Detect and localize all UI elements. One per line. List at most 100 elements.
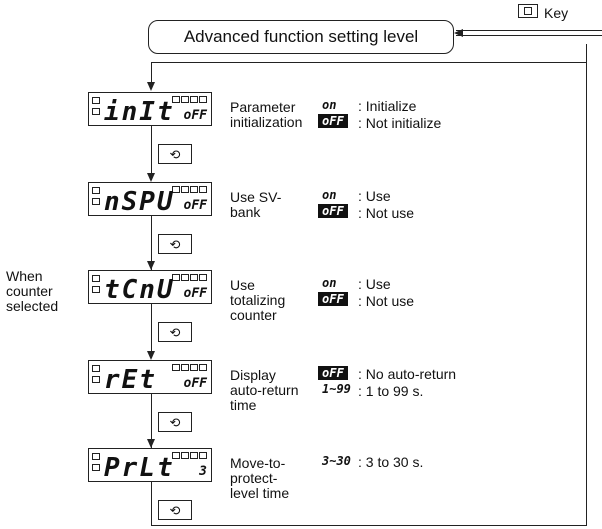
option-description-1: : Initialize xyxy=(358,98,417,114)
mode-key-button[interactable]: ⟲ xyxy=(158,322,192,342)
mode-key-button[interactable]: ⟲ xyxy=(158,144,192,164)
mode-key-button[interactable]: ⟲ xyxy=(158,234,192,254)
mode-key-button[interactable]: ⟲ xyxy=(158,412,192,432)
option-description-1: : No auto-return xyxy=(358,366,457,382)
parameter-description: Parameter xyxy=(230,99,296,115)
indicator-square xyxy=(190,364,198,371)
side-note-line1: When xyxy=(6,268,43,284)
loop-line-top xyxy=(151,62,152,82)
option-description-2: : Not initialize xyxy=(358,115,442,131)
option-description-2: : 1 to 99 s. xyxy=(358,383,424,399)
parameter-setting: 3 xyxy=(199,464,207,479)
cycle-icon: ⟲ xyxy=(169,236,181,252)
indicator-square xyxy=(199,364,207,371)
indicator-square xyxy=(190,186,198,193)
option-description-2: : Not use xyxy=(358,205,415,221)
option-description-1: : 3 to 30 s. xyxy=(358,454,424,470)
key-line-bottom xyxy=(456,35,602,36)
indicator-square xyxy=(172,186,180,193)
parameter-description: initialization xyxy=(230,114,303,130)
status-leds xyxy=(92,365,100,387)
indicator-square xyxy=(190,274,198,281)
indicator-square xyxy=(172,96,180,103)
parameter-description: level time xyxy=(230,485,290,501)
parameter-description: counter xyxy=(230,307,277,323)
indicator-squares xyxy=(172,96,207,103)
flow-connector xyxy=(151,216,152,270)
parameter-description: protect- xyxy=(230,470,278,486)
status-led xyxy=(92,464,100,471)
flow-connector xyxy=(151,482,152,512)
status-led xyxy=(92,376,100,383)
status-led xyxy=(92,198,100,205)
level-title: Advanced function setting level xyxy=(183,27,419,46)
cycle-icon: ⟲ xyxy=(169,324,181,340)
loop-line-bottom xyxy=(151,525,587,526)
flow-connector xyxy=(151,394,152,448)
flow-arrow xyxy=(147,439,155,448)
indicator-square xyxy=(181,452,189,459)
option-description-1: : Use xyxy=(358,276,391,292)
indicator-squares xyxy=(172,364,207,371)
display-panel: tCnU oFF xyxy=(88,270,212,304)
parameter-description: totalizing xyxy=(230,292,286,308)
indicator-squares xyxy=(172,452,207,459)
key-label: Key xyxy=(544,5,569,21)
indicator-square xyxy=(172,364,180,371)
option-description-1: : Use xyxy=(358,188,391,204)
status-led xyxy=(92,453,100,460)
parameter-code: PrLt xyxy=(104,453,175,483)
option-symbol-2: oFF xyxy=(318,114,348,128)
status-leds xyxy=(92,187,100,209)
loop-line-right xyxy=(586,44,587,526)
parameter-description: Use xyxy=(230,277,255,293)
key-line-top xyxy=(456,30,602,31)
indicator-square xyxy=(199,186,207,193)
option-symbol-1: on xyxy=(322,276,337,290)
indicator-square xyxy=(181,364,189,371)
parameter-setting: oFF xyxy=(183,376,207,391)
cycle-icon: ⟲ xyxy=(169,414,181,430)
parameter-code: tCnU xyxy=(104,275,175,305)
level-title-box: Advanced function setting level xyxy=(148,20,454,54)
indicator-square xyxy=(199,274,207,281)
indicator-square xyxy=(181,274,189,281)
cycle-icon: ⟲ xyxy=(169,146,181,162)
option-symbol-2: oFF xyxy=(318,292,348,306)
indicator-square xyxy=(199,96,207,103)
indicator-square xyxy=(172,452,180,459)
indicator-square xyxy=(172,274,180,281)
flow-arrow xyxy=(147,351,155,360)
status-leds xyxy=(92,453,100,475)
option-symbol-2: oFF xyxy=(318,204,348,218)
status-leds xyxy=(92,275,100,297)
parameter-description: Use SV- xyxy=(230,189,282,205)
indicator-squares xyxy=(172,186,207,193)
parameter-description: bank xyxy=(230,204,261,220)
parameter-description: Move-to- xyxy=(230,455,286,471)
mode-key-button[interactable]: ⟲ xyxy=(158,500,192,520)
option-symbol-2: 1~99 xyxy=(322,382,351,396)
indicator-square xyxy=(190,96,198,103)
status-leds xyxy=(92,97,100,119)
indicator-square xyxy=(181,186,189,193)
parameter-description: Display xyxy=(230,367,276,383)
parameter-code: inIt xyxy=(104,97,175,127)
flow-arrow xyxy=(147,261,155,270)
parameter-setting: oFF xyxy=(183,286,207,301)
level-arrow-head xyxy=(454,29,463,37)
loop-line-horizontal-top xyxy=(151,62,587,63)
indicator-square xyxy=(190,452,198,459)
indicator-squares xyxy=(172,274,207,281)
status-led xyxy=(92,108,100,115)
option-description-2: : Not use xyxy=(358,293,415,309)
status-led xyxy=(92,275,100,282)
key-icon xyxy=(518,4,538,18)
option-symbol-1: on xyxy=(322,188,337,202)
option-symbol-1: oFF xyxy=(318,366,348,380)
side-note-line2: counter xyxy=(6,283,53,299)
parameter-description: auto-return xyxy=(230,382,299,398)
